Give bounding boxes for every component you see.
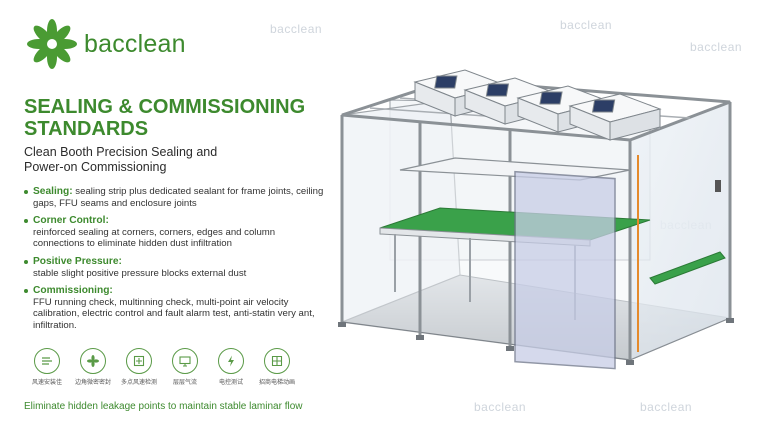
feature-title: Corner Control: xyxy=(33,215,109,227)
bullet-dot-icon xyxy=(24,289,28,294)
clean-booth-illustration xyxy=(338,69,734,370)
icon-item-pressure: 多点风速检测 xyxy=(116,348,162,386)
icon-label: 风速安装佳 xyxy=(31,380,62,386)
icon-label: 层层气流 xyxy=(172,380,197,386)
feature-title: Commissioning: xyxy=(33,285,113,297)
feature-commissioning: Commissioning: FFU running check, multin… xyxy=(24,285,324,331)
title-line-2: STANDARDS xyxy=(24,118,149,140)
icon-item-airflow: 风速安装佳 xyxy=(24,348,70,386)
icon-item-grid: 招商电梯动画 xyxy=(254,348,300,386)
brand-name: bacclean xyxy=(84,29,186,58)
title-line-1: SEALING & COMMISSIONING xyxy=(24,96,306,118)
subtitle-line-1: Clean Booth Precision Sealing and xyxy=(24,145,218,159)
feature-desc: stable slight positive pressure blocks e… xyxy=(33,267,247,279)
icon-label: 边角微密密封 xyxy=(74,380,111,386)
subtitle-line-2: Power-on Commissioning xyxy=(24,160,167,174)
watermark: bacclean xyxy=(560,18,613,32)
leaf-flower-icon xyxy=(27,19,77,69)
bullet-dot-icon xyxy=(24,219,28,224)
feature-desc: sealing strip plus dedicated sealant for… xyxy=(33,186,324,209)
tagline: Eliminate hidden leakage points to maint… xyxy=(24,401,303,412)
airflow-icon xyxy=(42,357,52,365)
feature-list: Sealing: sealing strip plus dedicated se… xyxy=(24,186,324,338)
bullet-dot-icon xyxy=(24,259,28,264)
subtitle: Clean Booth Precision Sealing and Power-… xyxy=(24,145,254,175)
icon-label: 多点风速检测 xyxy=(120,380,157,386)
electric-icon xyxy=(228,355,234,367)
feature-desc: reinforced sealing at corners, corners, … xyxy=(33,226,276,250)
watermark: bacclean xyxy=(690,40,743,54)
icon-item-fan: 边角微密密封 xyxy=(70,348,116,386)
watermark: bacclean xyxy=(640,400,693,414)
feature-title: Positive Pressure: xyxy=(33,255,122,267)
icon-label: 招商电梯动画 xyxy=(258,380,295,386)
page-title: SEALING & COMMISSIONING STANDARDS xyxy=(24,96,344,140)
icon-item-monitor: 层层气流 xyxy=(162,348,208,386)
feature-positive-pressure: Positive Pressure: stable slight positiv… xyxy=(24,256,324,279)
icon-label: 电控测试 xyxy=(218,380,243,386)
brand-logo: bacclean xyxy=(24,16,186,72)
icon-item-electric: 电控测试 xyxy=(208,348,254,386)
bullet-dot-icon xyxy=(24,190,28,194)
icon-row: 风速安装佳 边角微密密封 多点风速检测 层层气流 电控测试 招商电梯动画 xyxy=(24,348,300,386)
watermark: bacclean xyxy=(270,22,323,36)
fan-icon xyxy=(87,355,99,367)
feature-sealing: Sealing: sealing strip plus dedicated se… xyxy=(24,186,324,209)
feature-title: Sealing: xyxy=(33,186,73,197)
sliding-door xyxy=(514,170,616,370)
ffu-units xyxy=(413,69,662,141)
grid-icon xyxy=(271,355,283,367)
feature-corner-control: Corner Control: reinforced sealing at co… xyxy=(24,215,324,250)
monitor-icon xyxy=(179,356,191,367)
pressure-icon xyxy=(133,355,145,367)
feature-desc: FFU running check, multinning check, mul… xyxy=(33,296,315,331)
watermark: bacclean xyxy=(474,400,527,414)
